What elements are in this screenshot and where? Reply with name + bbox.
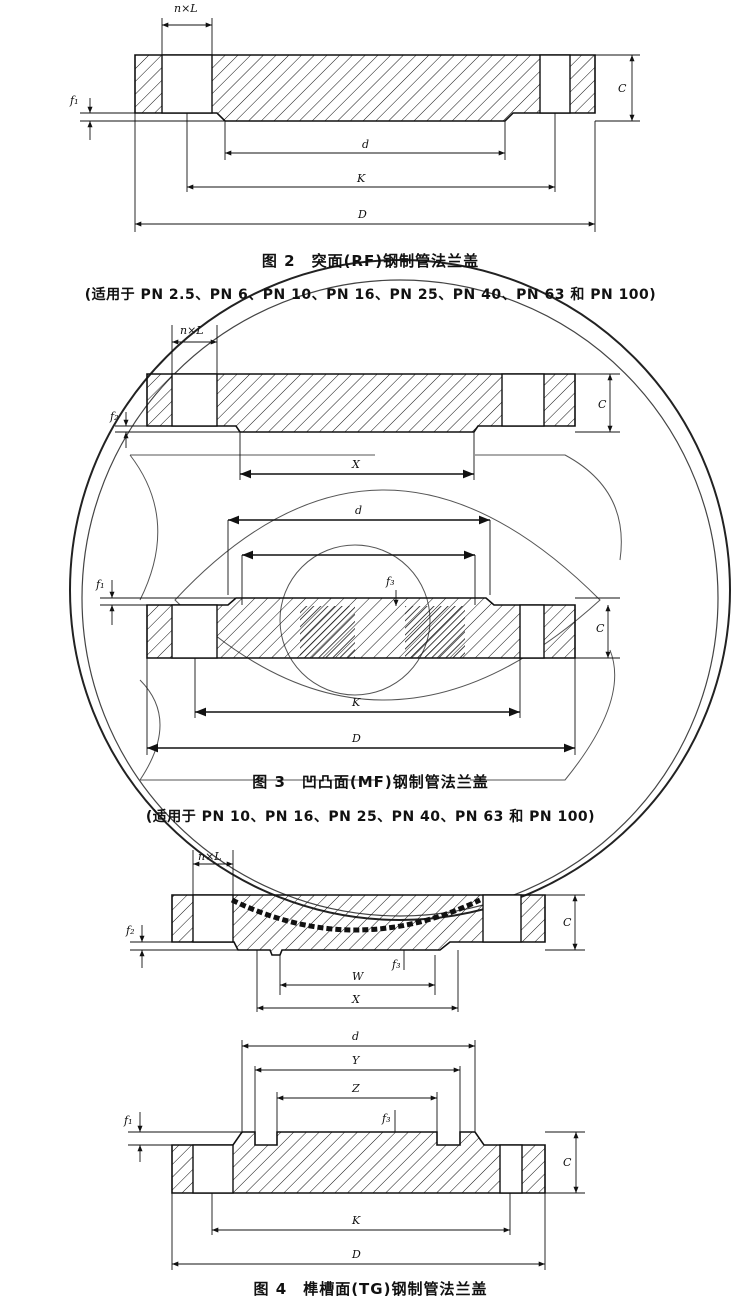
fig4-dim-d: d xyxy=(352,1030,359,1043)
fig3-dim-C-low: C xyxy=(596,622,605,635)
figure-3-drawing: n×L f₂ C X d f₃ f₁ xyxy=(95,324,620,755)
fig4-dim-W: W xyxy=(352,970,365,983)
fig3-caption: 图 3 凹凸面(MF)钢制管法兰盖 xyxy=(252,773,489,791)
fig3-top-bolt-hole-right xyxy=(501,373,545,427)
fig3-dense-hatch-right xyxy=(405,606,465,658)
lens-eye-shape xyxy=(174,489,601,701)
fig2-subcaption: (适用于 PN 2.5、PN 6、PN 10、PN 16、PN 25、PN 40… xyxy=(84,287,657,303)
fig4-dim-Z: Z xyxy=(351,1082,360,1095)
fig3-dim-X: X xyxy=(351,458,361,471)
fig3-low-bolt-hole-left xyxy=(171,604,218,659)
fig3-dim-f2: f₂ xyxy=(109,410,118,423)
fig3-subcaption: (适用于 PN 10、PN 16、PN 25、PN 40、PN 63 和 PN … xyxy=(145,809,596,825)
fig3-dense-hatch-left xyxy=(300,606,355,658)
fig3-dim-nL: n×L xyxy=(180,324,204,337)
fig2-dim-K: K xyxy=(356,172,366,185)
fig3-dim-C-top: C xyxy=(598,398,607,411)
fig3-dim-f3: f₃ xyxy=(385,575,394,588)
fig4-lower-flange-section xyxy=(171,1131,546,1194)
fig3-dim-f1: f₁ xyxy=(95,578,104,591)
fig3-dim-d: d xyxy=(355,504,362,517)
fig4-dim-f1: f₁ xyxy=(123,1114,132,1127)
lens-right-lobe xyxy=(470,454,622,781)
fig3-lower-flange-section xyxy=(146,597,576,659)
lens-left-lobe xyxy=(129,454,375,781)
fig4-top-bolt-hole-right xyxy=(482,894,522,943)
fig2-dim-nL: n×L xyxy=(174,2,198,15)
fig4-dim-X: X xyxy=(351,993,361,1006)
fig2-dim-C: C xyxy=(618,82,627,95)
fig3-dim-D: D xyxy=(351,732,361,745)
fig4-dim-C-low: C xyxy=(563,1156,572,1169)
figure-4-drawing: n×L f₂ C W f₃ X d Y Z xyxy=(123,850,585,1270)
figure-2-drawing: n×L f₁ C d K D xyxy=(69,2,640,232)
fig4-dim-nL: n×L xyxy=(198,850,222,863)
fig4-dim-f2: f₂ xyxy=(125,924,134,937)
fig4-dim-K: K xyxy=(351,1214,361,1227)
fig4-top-bolt-hole-left xyxy=(192,894,234,943)
fig2-bolt-hole-left xyxy=(161,54,213,114)
fig3-low-bolt-hole-right xyxy=(519,604,545,659)
fig4-dim-C-top: C xyxy=(563,916,572,929)
fig4-caption: 图 4 榫槽面(TG)钢制管法兰盖 xyxy=(253,1280,488,1298)
fig2-caption: 图 2 突面(RF)钢制管法兰盖 xyxy=(261,252,480,270)
fig4-low-bolt-hole-right xyxy=(499,1144,523,1194)
fig4-low-bolt-hole-left xyxy=(192,1144,234,1194)
fig4-curved-hatch-band xyxy=(230,897,482,933)
fig4-dim-D: D xyxy=(351,1248,361,1261)
fig4-dim-f3-low: f₃ xyxy=(381,1112,390,1125)
fig4-dim-Y: Y xyxy=(352,1054,361,1067)
fig3-dim-K: K xyxy=(351,696,361,709)
fig2-dim-f1: f₁ xyxy=(69,94,78,107)
fig2-dim-D: D xyxy=(357,208,367,221)
fig2-bolt-hole-right xyxy=(539,54,571,114)
fig3-top-bolt-hole-left xyxy=(171,373,218,427)
fig4-dim-f3-top: f₃ xyxy=(391,958,400,971)
fig2-dim-d: d xyxy=(362,138,369,151)
